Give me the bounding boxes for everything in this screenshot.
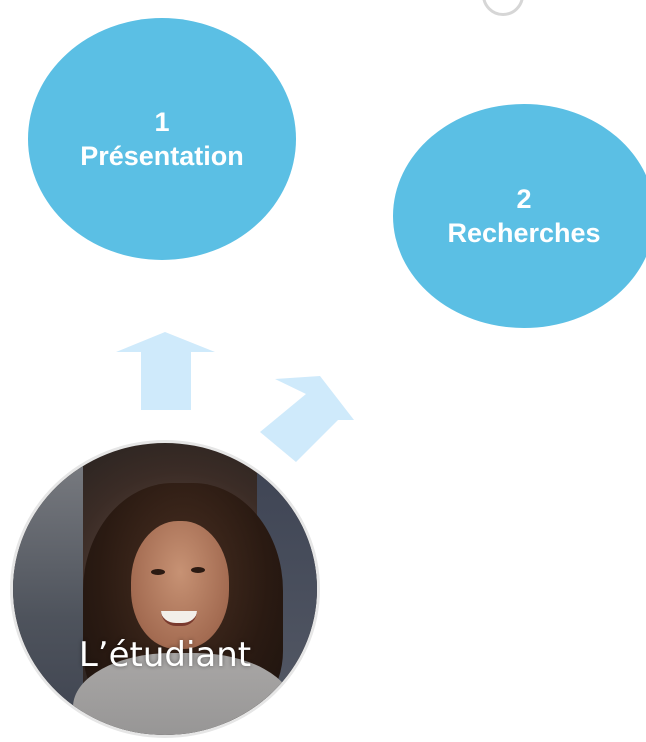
student-eye-right	[191, 567, 205, 573]
node-recherches: 2 Recherches	[393, 104, 646, 328]
up-arrow	[116, 332, 215, 410]
student-smile	[161, 611, 197, 626]
student-photo: L’étudiant	[10, 440, 320, 738]
student-caption: L’étudiant	[78, 635, 252, 675]
photo-background-left	[13, 443, 83, 735]
node-presentation-label: Présentation	[80, 141, 244, 171]
diagonal-arrow	[260, 376, 354, 462]
student-hoodie	[73, 653, 293, 735]
student-eye-left	[151, 569, 165, 575]
node-presentation: 1 Présentation	[28, 18, 296, 260]
node-recherches-number: 2	[516, 184, 532, 214]
student-face	[131, 521, 229, 649]
node-recherches-label: Recherches	[447, 218, 601, 248]
node-presentation-number: 1	[154, 107, 170, 137]
